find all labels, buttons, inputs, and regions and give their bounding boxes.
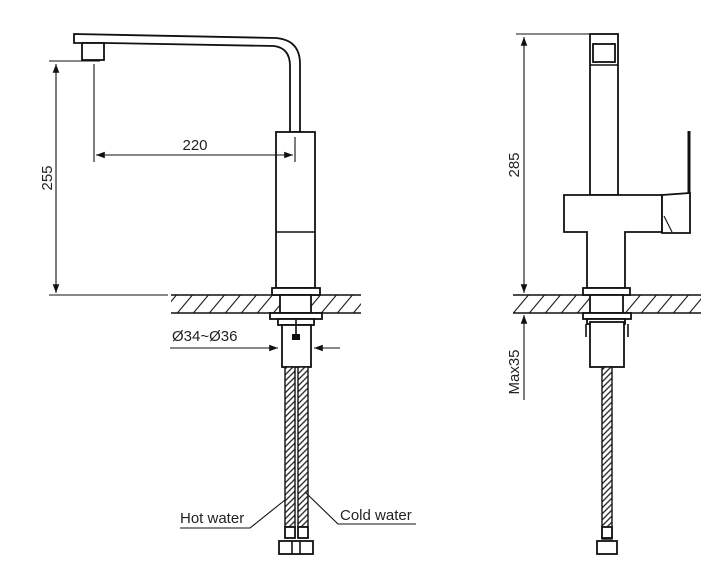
- countertop-section: [171, 294, 361, 314]
- base-flange: [271, 287, 321, 296]
- hot-water-hose: [284, 366, 296, 528]
- dimension-hole-diameter: Ø34~Ø36: [172, 328, 237, 345]
- dimension-220: 220: [182, 137, 207, 154]
- dimension-285: 285: [506, 152, 523, 177]
- nozzle-outlet: [592, 43, 616, 63]
- spout: [73, 33, 301, 133]
- dimension-255: 255: [39, 165, 56, 190]
- cold-water-label: Cold water: [340, 507, 412, 524]
- t-body: [563, 194, 663, 289]
- dimension-max-thickness: Max35: [506, 349, 523, 394]
- side-hose-connector: [596, 540, 618, 555]
- hot-water-label: Hot water: [180, 510, 244, 527]
- handle: [661, 192, 691, 234]
- side-view: 285 Max35: [506, 33, 701, 555]
- cold-water-hose: [297, 366, 309, 528]
- side-hose: [601, 366, 613, 540]
- hose-connectors: [278, 540, 314, 555]
- front-view: 255 220 Ø34~Ø36 Hot water Cold water: [39, 33, 416, 555]
- spout-nozzle: [81, 42, 105, 61]
